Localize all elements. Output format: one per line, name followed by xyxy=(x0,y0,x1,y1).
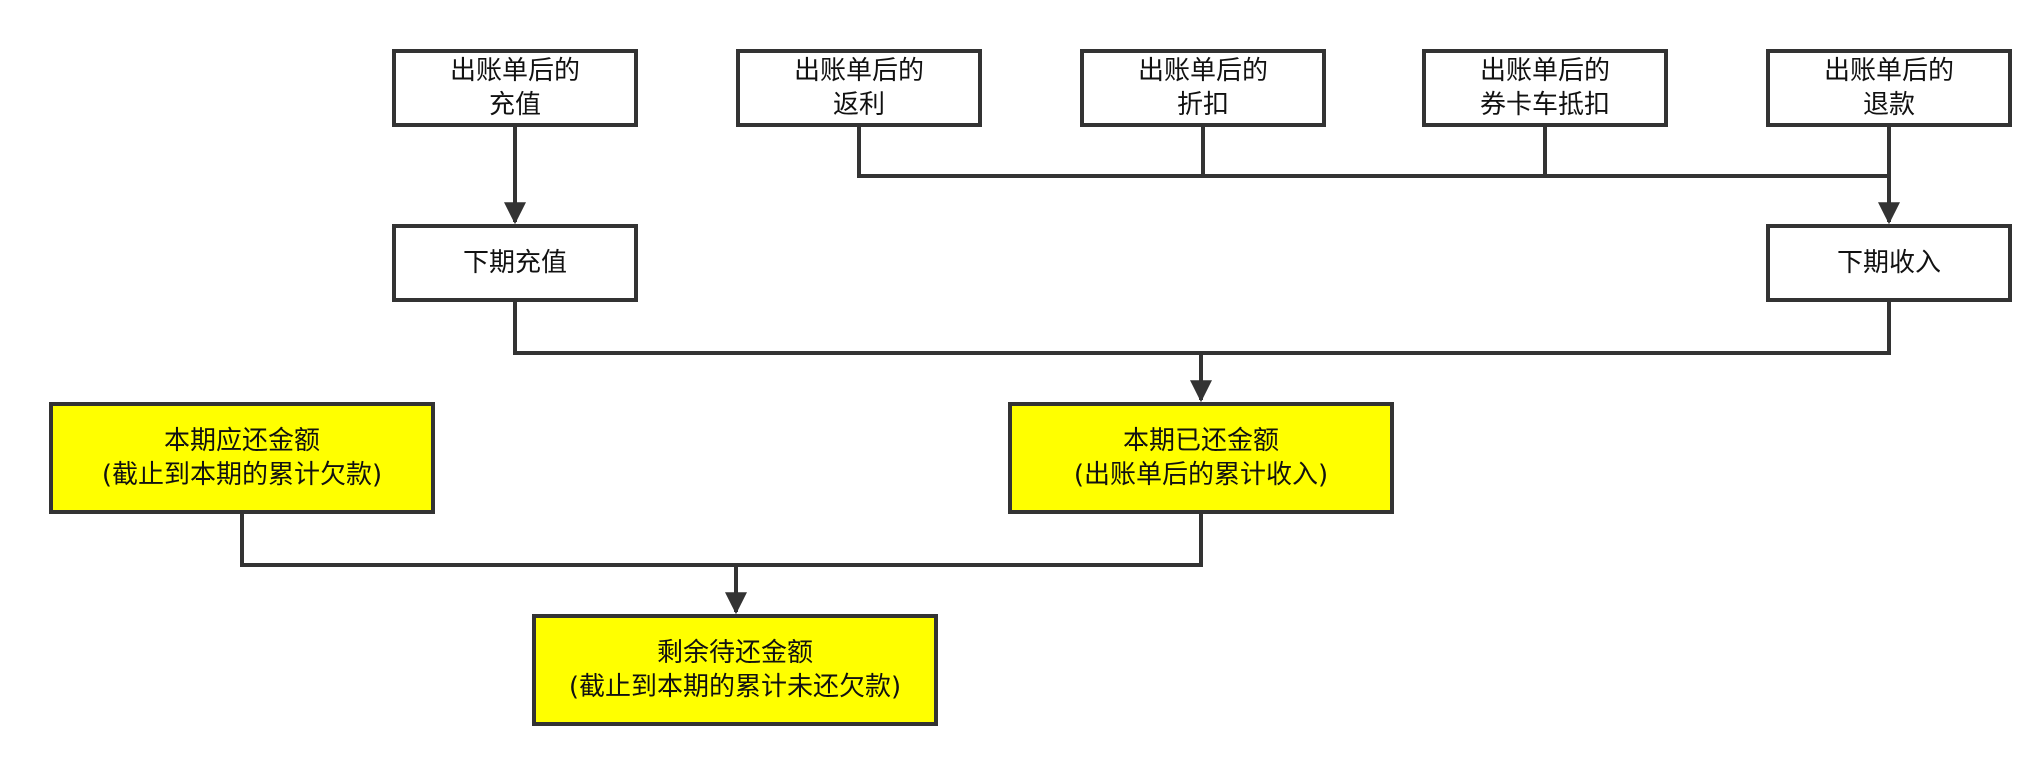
node-text-line: 本期应还金额 xyxy=(163,426,320,456)
connector-result-bus xyxy=(240,514,1203,567)
node-recharge-after-bill: 出账单后的 充值 xyxy=(392,49,638,127)
node-text-line: 返利 xyxy=(832,90,885,120)
node-text-line: 出账单后的 xyxy=(449,56,580,86)
node-text-line: 下期收入 xyxy=(1836,248,1941,278)
node-refund-after-bill: 出账单后的 退款 xyxy=(1766,49,2012,127)
node-amount-remaining: 剩余待还金额 (截止到本期的累计未还欠款) xyxy=(532,614,938,726)
node-amount-due: 本期应还金额 (截止到本期的累计欠款) xyxy=(49,402,435,514)
node-next-recharge: 下期充值 xyxy=(392,224,638,302)
node-amount-repaid: 本期已还金额 (出账单后的累计收入) xyxy=(1008,402,1394,514)
node-text-line: 出账单后的 xyxy=(793,56,924,86)
node-next-income: 下期收入 xyxy=(1766,224,2012,302)
connector-next-bus xyxy=(513,302,1891,355)
node-coupon-after-bill: 出账单后的 券卡车抵扣 xyxy=(1422,49,1668,127)
node-text-line: 出账单后的 xyxy=(1137,56,1268,86)
node-text-line: 出账单后的 xyxy=(1823,56,1954,86)
node-text-line: 充值 xyxy=(488,90,541,120)
node-text-line: 下期充值 xyxy=(462,248,567,278)
node-discount-after-bill: 出账单后的 折扣 xyxy=(1080,49,1326,127)
node-text-line: 券卡车抵扣 xyxy=(1479,90,1610,120)
node-text-line: 折扣 xyxy=(1176,90,1229,120)
node-text-line: (截止到本期的累计欠款) xyxy=(101,460,383,490)
node-text-line: (出账单后的累计收入) xyxy=(1073,460,1329,490)
node-text-line: 剩余待还金额 xyxy=(656,638,813,668)
node-rebate-after-bill: 出账单后的 返利 xyxy=(736,49,982,127)
connector-income-bus xyxy=(857,127,1889,178)
node-text-line: (截止到本期的累计未还欠款) xyxy=(568,672,902,702)
node-text-line: 本期已还金额 xyxy=(1122,426,1279,456)
node-text-line: 出账单后的 xyxy=(1479,56,1610,86)
node-text-line: 退款 xyxy=(1862,90,1915,120)
